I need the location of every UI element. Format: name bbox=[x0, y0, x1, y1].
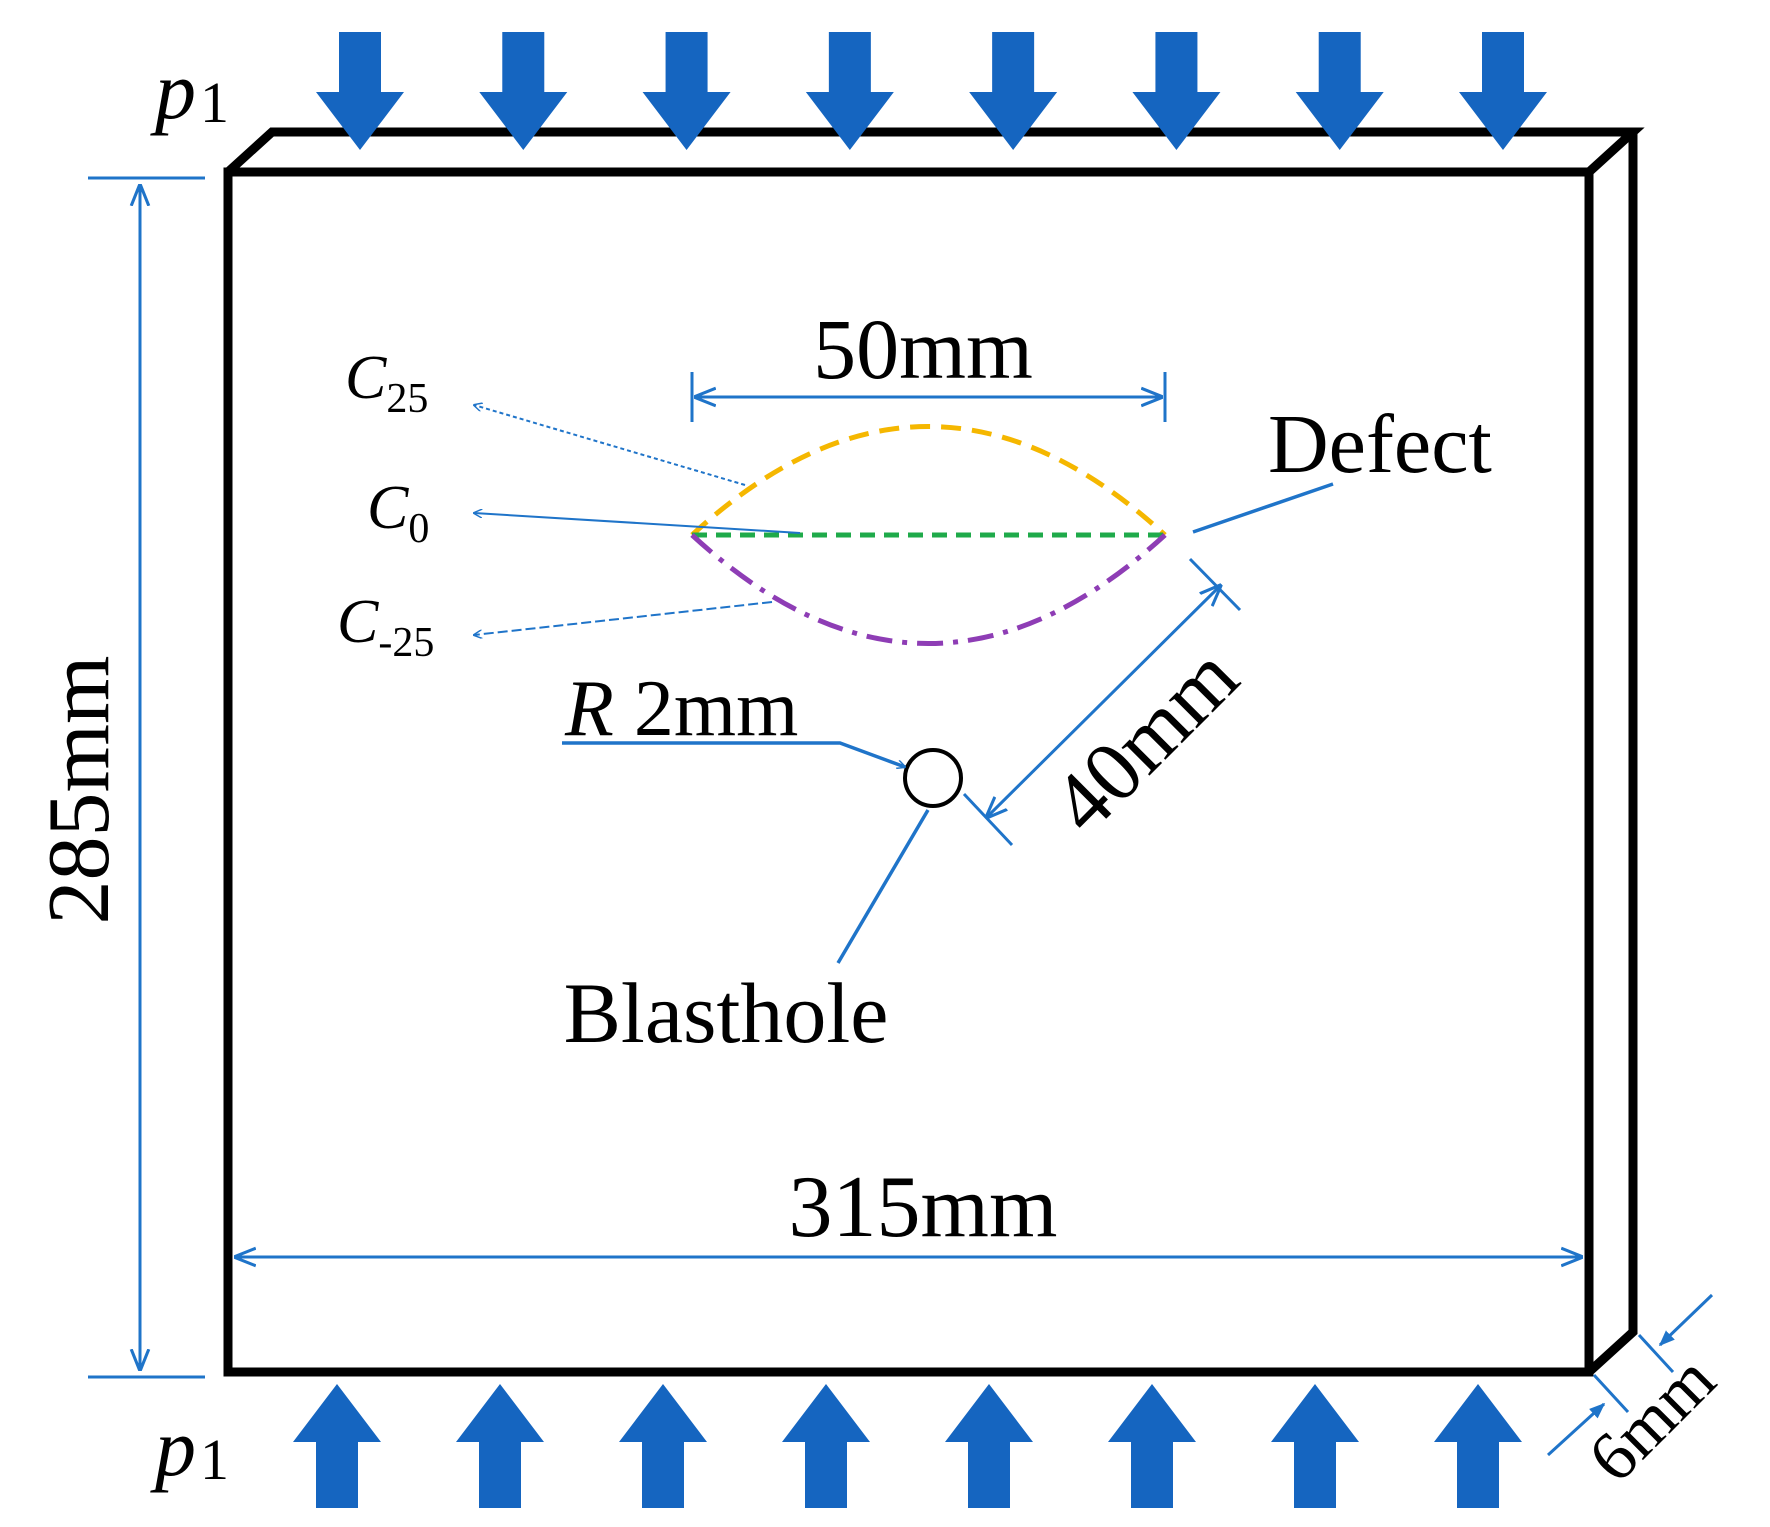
top-load-arrow-4 bbox=[805, 32, 894, 150]
bottom-load-arrow-2 bbox=[456, 1384, 544, 1508]
radius-leader bbox=[562, 741, 905, 767]
blasthole-circle bbox=[903, 748, 963, 808]
leader-c25 bbox=[474, 405, 746, 486]
top-load-arrow-7 bbox=[1295, 32, 1384, 150]
height-dimension bbox=[88, 176, 205, 1379]
bottom-load-arrow-5 bbox=[945, 1384, 1033, 1508]
defect-length-label: 50mm bbox=[813, 301, 1033, 397]
bottom-load-arrow-3 bbox=[619, 1384, 707, 1508]
height-label: 285mm bbox=[31, 656, 128, 925]
curve-c0-label: C0 bbox=[367, 474, 429, 552]
bottom-load-arrow-8 bbox=[1434, 1384, 1522, 1508]
width-label: 315mm bbox=[789, 1159, 1058, 1256]
curve-c-minus-25-label: C-25 bbox=[337, 588, 434, 666]
curve-c25 bbox=[690, 424, 1167, 537]
defect-label: Defect bbox=[1268, 398, 1492, 491]
defect-leader bbox=[1192, 482, 1334, 534]
top-load-arrow-6 bbox=[1132, 32, 1221, 150]
top-load-arrows bbox=[316, 32, 1547, 150]
leader-c-minus-25 bbox=[474, 601, 773, 635]
plate-top-face bbox=[224, 127, 1645, 176]
top-load-label: p1 bbox=[150, 45, 229, 136]
plate-front-face bbox=[223, 167, 1594, 1377]
bottom-load-arrow-4 bbox=[782, 1384, 870, 1508]
bottom-load-arrow-6 bbox=[1108, 1384, 1196, 1508]
radius-label: R 2mm bbox=[564, 665, 798, 753]
thickness-arrow-back bbox=[1658, 1293, 1714, 1347]
distance-tick-hole bbox=[962, 792, 1014, 847]
bottom-load-arrow-7 bbox=[1271, 1384, 1359, 1508]
distance-arrow bbox=[987, 586, 1220, 817]
bottom-load-arrow-1 bbox=[293, 1384, 381, 1508]
defect-length-dimension bbox=[690, 372, 1167, 422]
bottom-load-label: p1 bbox=[150, 1402, 229, 1493]
top-load-arrow-1 bbox=[316, 32, 404, 150]
plate-side-face bbox=[1585, 132, 1638, 1376]
blasthole-leader bbox=[836, 809, 930, 964]
top-load-arrow-3 bbox=[642, 32, 731, 150]
leader-c0 bbox=[474, 513, 801, 534]
top-load-arrow-5 bbox=[969, 32, 1058, 150]
thickness-arrow-front bbox=[1546, 1402, 1606, 1457]
top-load-arrow-8 bbox=[1459, 32, 1547, 150]
curve-leaders bbox=[474, 405, 801, 635]
thickness-extension-front bbox=[1592, 1373, 1630, 1414]
curve-c-minus-25 bbox=[690, 533, 1167, 646]
distance-dimension bbox=[962, 557, 1242, 847]
thickness-extension-back bbox=[1637, 1333, 1675, 1374]
plate-outline bbox=[223, 127, 1645, 1377]
bottom-load-arrows bbox=[293, 1384, 1522, 1508]
curve-c25-label: C25 bbox=[345, 344, 428, 422]
blasthole-label: Blasthole bbox=[564, 965, 889, 1061]
distance-tick-defect bbox=[1188, 557, 1242, 612]
top-load-arrow-2 bbox=[479, 32, 568, 150]
thickness-dimension bbox=[1546, 1293, 1714, 1457]
